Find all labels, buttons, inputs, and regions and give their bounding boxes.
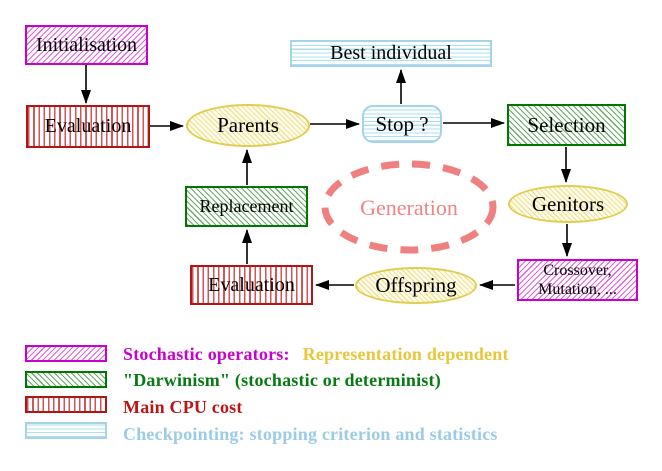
node-initialisation-label: Initialisation — [35, 33, 138, 56]
legend-label-darwinism: "Darwinism" (stochastic or determinist) — [123, 370, 441, 390]
node-offspring-label: Offspring — [375, 273, 457, 297]
legend-swatch-checkpointing — [25, 422, 107, 439]
crossover-line-1: Crossover, — [543, 262, 612, 279]
generation-label: Generation — [360, 195, 458, 220]
legend-label-main-cpu-cost: Main CPU cost — [123, 397, 243, 417]
legend-label-checkpointing: Checkpointing: stopping criterion and st… — [123, 424, 498, 444]
legend-swatch-main-cpu-cost — [25, 396, 107, 413]
node-initialisation: Initialisation — [25, 25, 148, 65]
legend-swatch-stochastic-operators — [25, 345, 107, 362]
node-best-individual-label: Best individual — [330, 42, 452, 64]
legend-swatch-darwinism — [25, 371, 107, 388]
node-genitors: Genitors — [508, 185, 628, 223]
node-selection-label: Selection — [527, 112, 606, 137]
node-parents-label: Parents — [217, 113, 279, 137]
node-best-individual: Best individual — [290, 40, 492, 67]
legend-item-stochastic-operators: Stochastic operators: Representation depe… — [123, 344, 509, 365]
legend-label-stochastic-operators: Stochastic operators: — [123, 344, 290, 364]
node-crossover-mutation: Crossover, Mutation, ... — [517, 259, 638, 301]
node-selection: Selection — [507, 104, 626, 146]
node-replacement: Replacement — [185, 186, 308, 227]
crossover-line-2: Mutation, ... — [538, 281, 617, 298]
node-replacement-label: Replacement — [199, 196, 294, 216]
legend-label-representation-dependent: Representation dependent — [302, 344, 509, 364]
node-evaluation-top-label: Evaluation — [44, 115, 132, 137]
node-evaluation-bottom-label: Evaluation — [208, 273, 295, 296]
node-evaluation-bottom: Evaluation — [190, 265, 313, 305]
node-evaluation-top: Evaluation — [26, 105, 150, 148]
node-parents: Parents — [186, 104, 310, 147]
node-offspring: Offspring — [355, 267, 477, 304]
node-stop: Stop ? — [362, 105, 442, 143]
node-crossover-mutation-label: Crossover, Mutation, ... — [538, 261, 617, 299]
node-genitors-label: Genitors — [531, 191, 605, 216]
generation-dashed-ellipse — [321, 160, 497, 254]
node-stop-label: Stop ? — [375, 111, 429, 136]
